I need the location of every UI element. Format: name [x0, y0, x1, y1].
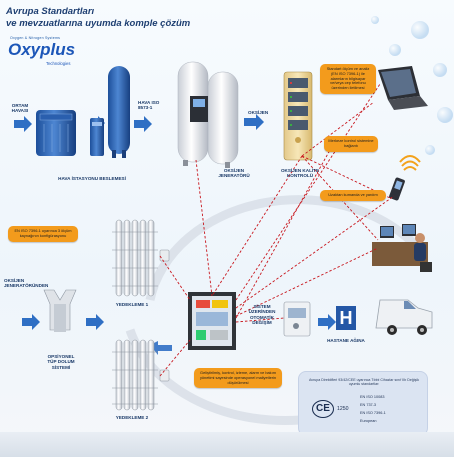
certification-panel: Avrupa Direktifleri 93/42/CEE uyarınca T… [298, 371, 428, 436]
standard-item: EN 737-3 [360, 403, 377, 407]
backup-rack-1-icon [112, 219, 170, 297]
ce-mark: CE [312, 400, 334, 418]
certification-intro: Avrupa Direktifleri 93/42/CEE uyarınca T… [308, 378, 420, 387]
standard-item: EN ISO 7396-1 [360, 411, 386, 415]
header-line-1: Avrupa Standartları [6, 6, 95, 17]
ambulance-icon [375, 299, 433, 335]
backup-rack-2-icon [112, 339, 170, 411]
hospital-sign-icon [336, 306, 356, 330]
label-tube-filling: OPSİYONEL TÜP DOLUM SİSTEMİ [47, 354, 75, 370]
operator-workstation-icon [372, 224, 432, 272]
logo-subtitle: Technologies [46, 61, 71, 66]
air-compressor-icon [36, 110, 76, 156]
oxygen-generator-icon [177, 61, 239, 168]
callout-remote-control: Uzaktan kumanda ve yardım [320, 190, 386, 201]
label-backup-2: YEDEKLEME 2 [115, 415, 149, 420]
quality-control-cabinet-icon [283, 71, 313, 161]
label-air-iso: HAVA ISO 8573-1 [138, 100, 160, 111]
laptop-icon [378, 66, 428, 110]
wireless-signal-icon [399, 155, 421, 171]
label-hospital-network: HASTANE AĞINA [327, 338, 365, 343]
label-air-station: HAVA İSTASYONU BESLEMESİ [58, 176, 126, 181]
flow-arrows [14, 114, 336, 355]
control-panel-icon [188, 292, 236, 350]
header-line-2: ve mevzuatlarına uyumda komple çözüm [6, 18, 191, 29]
logo-tagline: Oxygen & Nitrogen Systems [10, 36, 61, 40]
label-ambient-air: ORTAM HAVASI [11, 103, 29, 114]
callout-en-iso-config: EN ISO 7396-1 uyarınca 3 ölçüm kaynağını… [8, 226, 78, 242]
standard-item: European [360, 419, 377, 423]
dryer-icon [90, 118, 104, 156]
notified-body-number: 1250 [337, 406, 349, 412]
label-backup-1: YEDEKLEME 1 [115, 302, 149, 307]
tube-filling-system-icon [43, 289, 77, 332]
footer-band [0, 432, 454, 457]
standard-item: EN ISO 10083 [360, 395, 385, 399]
water-bubbles [356, 16, 453, 155]
label-oxygen: OKSİJEN [248, 110, 269, 115]
mobile-phone-icon [389, 177, 405, 201]
automatic-switchover-icon [283, 301, 311, 337]
air-tank-icon [108, 66, 130, 158]
label-auto-switchover: SİSTEM ÜZERİNDEN OTOMATİK DEĞİŞİM [248, 304, 276, 326]
callout-improved-management: Geliştirilmiş, kontrol, izleme, alarm ve… [194, 368, 282, 389]
logo-brand: Oxyplus [8, 40, 76, 59]
label-quality-control: OKSİJEN KALİTE KONTROLÜ [280, 168, 320, 179]
label-oxygen-generator: OKSİJEN JENERATÖRÜ [218, 168, 250, 179]
label-from-generator: OKSİJEN JENERATÖRÜNDEN [4, 278, 49, 289]
callout-standard-measurement: Standart ölçüm ve analiz (EN ISO 7396-1)… [320, 64, 376, 94]
hospital-letter: H [339, 308, 353, 328]
oxyplus-logo: Oxygen & Nitrogen Systems Oxyplus Techno… [6, 34, 80, 86]
callout-central-connection: Merkeze kontrol sistemine bağlantı [324, 136, 378, 152]
